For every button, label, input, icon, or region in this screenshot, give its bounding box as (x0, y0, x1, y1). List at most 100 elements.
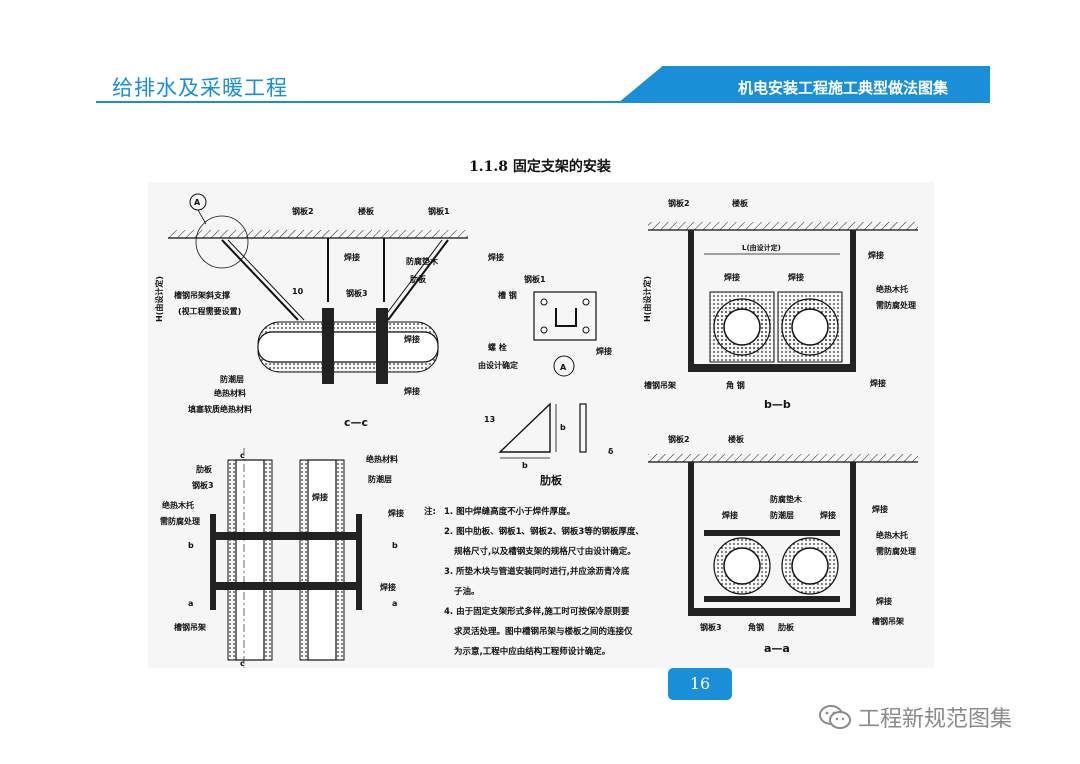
pipe-cc (257, 331, 439, 363)
cc-brace-line2: (视工程需要设置) (178, 306, 241, 316)
rib-dim-delta: δ (608, 447, 614, 456)
cc-moisture-layer: 防潮层 (220, 374, 244, 384)
cc-soft-insulation: 填塞软质绝热材料 (188, 404, 252, 414)
aa-section-title: a—a (764, 642, 790, 655)
detail-a-by-design: 由设计确定 (478, 360, 518, 370)
elev-weld-1: 焊接 (312, 492, 328, 502)
cc-rib: 肋板 (410, 274, 427, 284)
aa-floor-slab: 楼板 (728, 434, 745, 444)
aa-angle-steel: 角钢 (748, 622, 764, 632)
aa-wood-line2: 需防腐处理 (876, 546, 916, 556)
section-aa: 钢板2 楼板 防腐垫木 焊接 防潮层 焊接 焊接 绝热木托 需防腐处理 焊接 钢… (648, 434, 918, 655)
bb-weld-1: 焊接 (724, 272, 740, 282)
detail-a-channel (555, 308, 577, 327)
cc-brace-line1: 槽钢吊架斜支撑 (174, 290, 230, 300)
bb-h-label: H(由设计定) (642, 276, 652, 322)
elev-wood-line1: 绝热木托 (162, 500, 194, 510)
elev-a-right: a (392, 599, 397, 608)
detail-a-title-marker: A (560, 363, 567, 372)
cc-weld-1: 焊接 (344, 252, 360, 262)
bb-weld-3: 焊接 (868, 250, 884, 260)
bb-floor-slab: 楼板 (732, 198, 749, 208)
elev-insulation: 绝热材料 (366, 454, 398, 464)
cc-insulation: 绝热材料 (214, 388, 246, 398)
cc-floor-slab: 楼板 (358, 206, 375, 216)
aa-steel-plate-2: 钢板2 (668, 434, 690, 444)
elev-weld-2: 焊接 (388, 508, 404, 518)
bb-angle-steel: 角 钢 (726, 380, 745, 390)
aa-rib: 肋板 (778, 622, 795, 632)
aa-weld-3: 焊接 (872, 504, 888, 514)
bb-channel-hanger: 槽钢吊架 (644, 380, 676, 390)
rib-dim-b-vertical: b (560, 423, 566, 432)
detail-a: 钢板1 槽 钢 螺 栓 由设计确定 焊接 A (478, 274, 612, 377)
bb-channel-hanger-beam (688, 364, 856, 372)
cc-weld-top-right: 焊接 (488, 252, 504, 262)
note-line-1: 1. 图中焊缝高度不小于焊件厚度。 (444, 506, 575, 517)
cc-steel-plate-1: 钢板1 (428, 206, 450, 216)
detail-a-bolt: 螺 栓 (488, 342, 507, 352)
page-number: 16 (668, 668, 732, 700)
rib-right-cc (376, 308, 388, 384)
floor-slab-cc (168, 230, 468, 238)
watermark-text: 工程新规范图集 (858, 707, 1013, 732)
cc-anticorrosion-pad: 防腐垫木 (406, 256, 439, 266)
elev-weld-3: 焊接 (380, 582, 396, 592)
rib-dim-b-horizontal: b (522, 461, 528, 470)
note-line-2: 2. 图中肋板、钢板1、钢板2、钢板3等的钢板厚度、 (444, 526, 644, 537)
aa-steel-plate-3: 钢板3 (700, 622, 722, 632)
aa-weld-4: 焊接 (876, 596, 892, 606)
cc-section-title: c—c (344, 416, 368, 429)
aa-channel-hanger: 槽钢吊架 (872, 616, 904, 626)
elev-channel-hanger: 槽钢吊架 (174, 622, 206, 632)
aa-weld-1: 焊接 (722, 510, 738, 520)
detail-a-weld: 焊接 (596, 346, 612, 356)
aa-moisture-layer: 防潮层 (770, 510, 794, 520)
detail-a-steel-plate-1: 钢板1 (524, 274, 546, 284)
detail-a-channel-label: 槽 钢 (498, 290, 517, 300)
bb-weld-2: 焊接 (788, 272, 804, 282)
cc-h-label: H(由设计定) (154, 276, 164, 322)
cc-weld-2: 焊接 (404, 334, 420, 344)
notes: 注: 1. 图中焊缝高度不小于焊件厚度。 2. 图中肋板、钢板1、钢板2、钢板3… (424, 506, 644, 657)
cc-weld-3: 焊接 (404, 386, 420, 396)
cc-steel-plate-2: 钢板2 (292, 206, 314, 216)
page-title: 1.1.8 固定支架的安装 (469, 159, 611, 175)
bb-l-label: L(由设计定) (742, 243, 781, 252)
note-line-7: 求灵活处理。图中槽钢吊架与楼板之间的连接仅 (454, 626, 633, 637)
cc-dim-10: 10 (292, 287, 304, 296)
bb-section-title: b—b (764, 398, 791, 411)
note-line-3: 规格尺寸,以及槽钢支架的规格尺寸由设计确定。 (454, 546, 636, 557)
note-line-4: 3. 所垫木块与管道安装同时进行,并应涂沥青冷底 (444, 566, 630, 577)
bb-wood-line1: 绝热木托 (876, 284, 908, 294)
header-divider (96, 101, 990, 103)
note-line-8: 为示意,工程中应由结构工程师设计确定。 (454, 646, 610, 657)
elev-moisture-layer: 防潮层 (368, 474, 392, 484)
bb-wood-line2: 需防腐处理 (876, 300, 916, 310)
elev-steel-plate-3: 钢板3 (192, 480, 214, 490)
elev-a-left: a (188, 599, 193, 608)
header-book-title: 机电安装工程施工典型做法图集 (738, 79, 949, 97)
elev-c-bottom: c (240, 659, 245, 668)
rib-plate-detail: 13 b b δ 肋板 (484, 402, 614, 487)
elev-rib: 肋板 (196, 464, 213, 474)
rib-dim-13: 13 (484, 415, 495, 424)
elev-b-right: b (392, 541, 398, 550)
cc-steel-plate-3: 钢板3 (346, 288, 368, 298)
aa-weld-2: 焊接 (820, 510, 836, 520)
bb-steel-plate-2: 钢板2 (668, 198, 690, 208)
note-line-5: 子油。 (454, 586, 480, 597)
bb-weld-4: 焊接 (870, 378, 886, 388)
detail-a-marker-label: A (194, 198, 201, 207)
technical-drawing: A 钢板2 楼板 钢板1 焊接 防腐垫木 焊接 肋板 10 钢板3 槽钢吊架斜支… (148, 182, 934, 668)
header-accent-band (618, 66, 990, 103)
pipe-elevation: c c 绝热材料 防潮层 肋板 钢板3 焊接 焊接 绝热木托 需防腐处理 b b… (160, 448, 404, 668)
detail-a-plate (533, 291, 597, 341)
elev-b-left: b (188, 541, 194, 550)
section-bb: 钢板2 楼板 L(由设计定) 焊接 焊接 焊接 绝热木托 需防腐处理 H(由设计… (642, 198, 918, 411)
note-line-6: 4. 由于固定支架形式多样,施工时可按保冷原则要 (444, 606, 630, 617)
rib-left-cc (322, 308, 334, 384)
elev-c-top: c (240, 451, 245, 460)
header-section-title: 给排水及采暖工程 (112, 76, 288, 100)
watermark: 工程新规范图集 (818, 702, 1012, 732)
